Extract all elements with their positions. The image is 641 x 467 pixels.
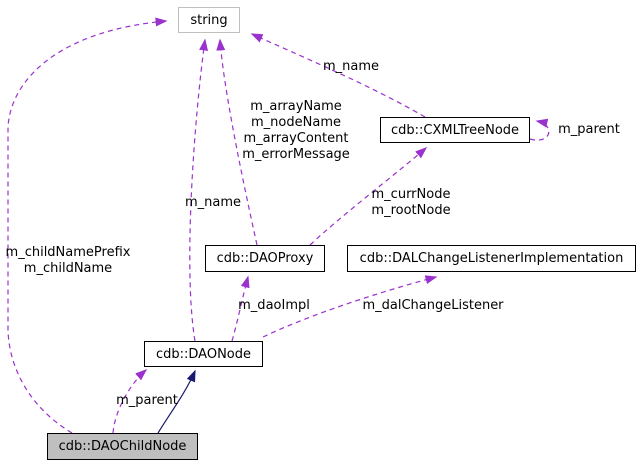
edge-daonode-to-string-mname	[189, 38, 209, 342]
node-daonode[interactable]: cdb::DAONode	[144, 341, 263, 367]
edge-daonode-to-dal-listener	[262, 275, 438, 338]
edge-label-daoimpl: m_daoImpl	[238, 298, 310, 313]
node-daoproxy[interactable]: cdb::DAOProxy	[205, 245, 325, 272]
node-daochildnode-current: cdb::DAOChildNode	[47, 433, 198, 460]
edge-daoproxy-to-string-members	[216, 38, 258, 246]
edge-label-proxy-string-members: m_arrayName m_nodeName m_arrayContent m_…	[242, 99, 350, 162]
edge-label-currnode-rootnode: m_currNode m_rootNode	[371, 187, 451, 218]
node-cxmltreenode[interactable]: cdb::CXMLTreeNode	[380, 117, 530, 143]
node-dalchangelistenerimplementation[interactable]: cdb::DALChangeListenerImplementation	[347, 245, 636, 272]
edge-daoproxy-to-cxml-nodes	[309, 147, 428, 246]
node-string: string	[178, 7, 240, 33]
edge-label-mname-cxml-to-string: m_name	[322, 59, 380, 74]
edge-cxml-to-string-mname	[250, 33, 426, 118]
edge-label-dalchangelistener: m_dalChangeListener	[362, 298, 504, 313]
edge-childnode-to-daonode-inheritance	[157, 369, 196, 434]
edge-childnode-to-daonode-mparent	[112, 369, 148, 434]
edge-childnode-to-string-childname	[7, 17, 168, 434]
edge-label-mparent-child-to-daonode: m_parent	[116, 393, 178, 408]
edge-label-mname-daonode-to-string: m_name	[184, 195, 242, 210]
edge-label-childnameprefix-childname: m_childNamePrefix m_childName	[5, 245, 131, 276]
edge-label-mparent-self: m_parent	[558, 122, 620, 137]
edge-cxml-self-mparent	[529, 118, 550, 141]
